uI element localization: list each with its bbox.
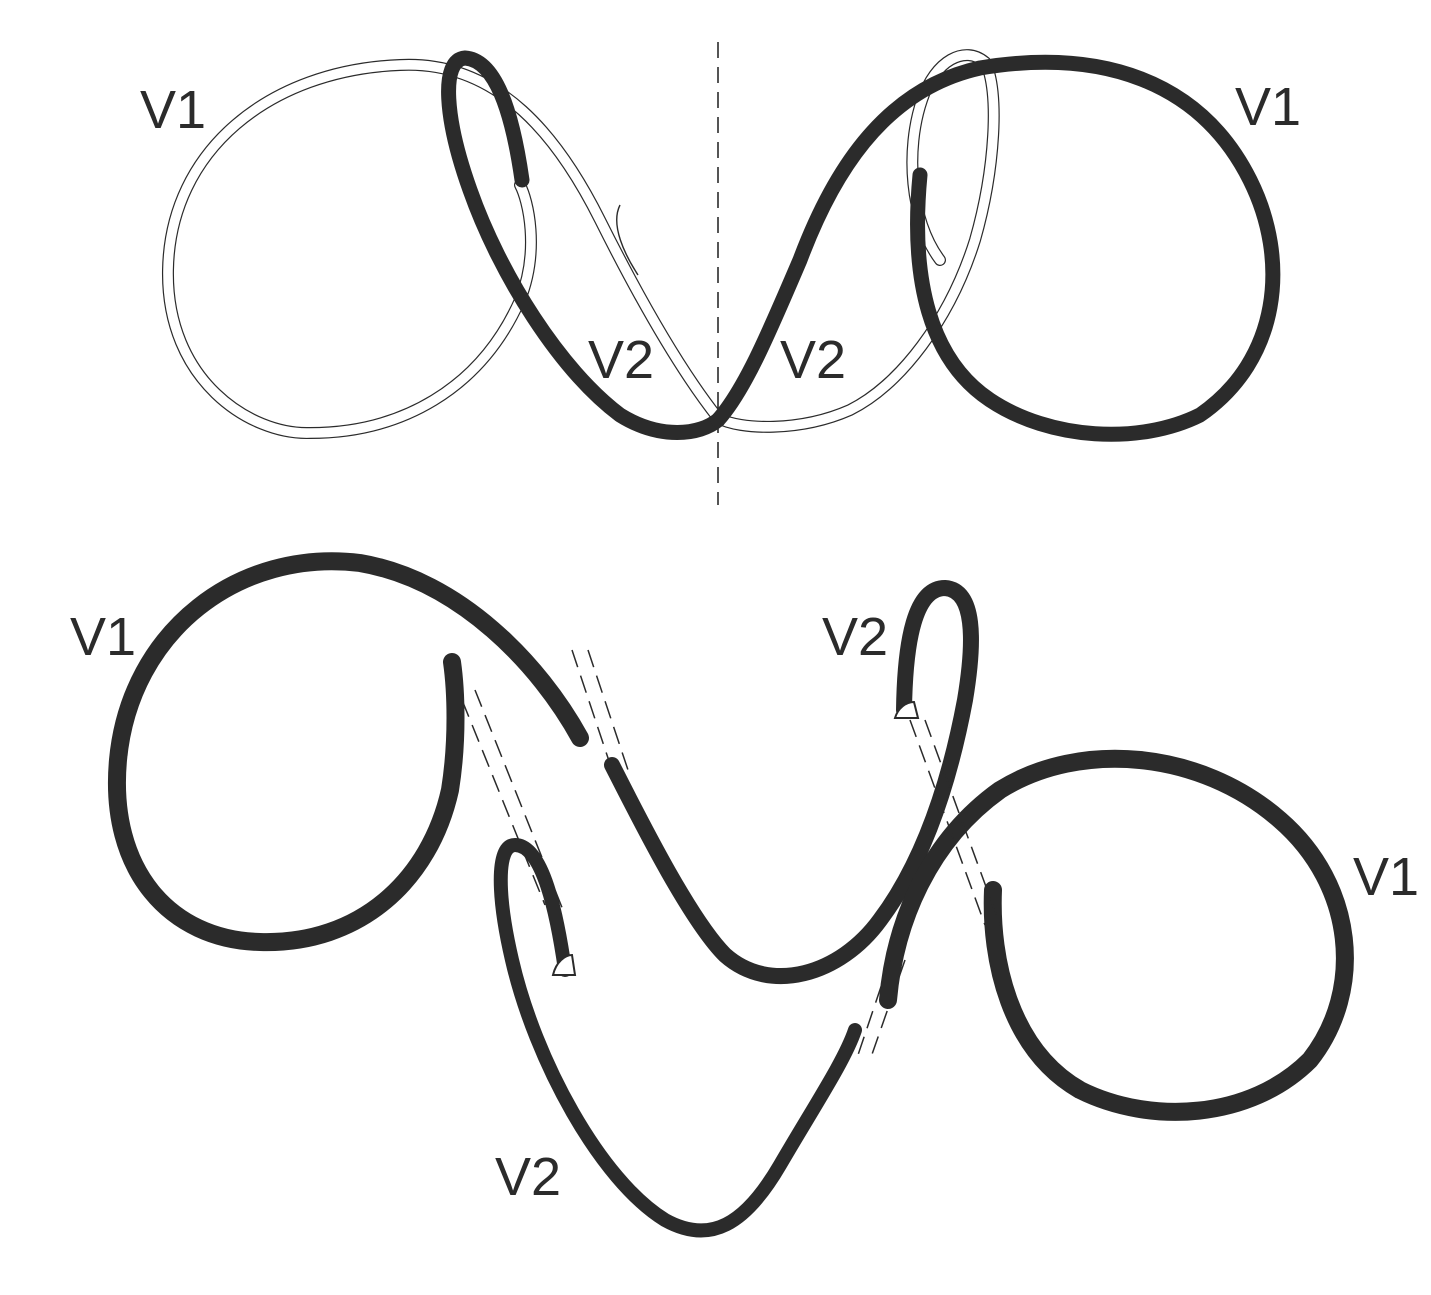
label-bottom-lower-v2: V2 [495, 1147, 561, 1207]
top-figure: V1 V2 V2 V1 [140, 42, 1301, 505]
label-top-right-v2: V2 [780, 330, 846, 390]
bottom-right-v1-loop [879, 749, 1354, 1121]
top-left-thin-tab [616, 204, 639, 276]
dashed-line [587, 649, 629, 771]
dashed-line [461, 699, 546, 906]
dashed-line [869, 959, 906, 1061]
top-right-thick-loop [710, 54, 1281, 442]
label-bottom-upper-v2: V2 [822, 607, 888, 667]
top-left-thin-loop [161, 58, 724, 440]
label-top-right-v1: V1 [1235, 77, 1301, 137]
dashed-line [571, 649, 613, 771]
label-top-left-v2: V2 [588, 330, 654, 390]
bottom-lower-v2-hook [493, 838, 862, 1238]
dashed-line [909, 719, 986, 926]
bottom-left-v1-loop [107, 552, 589, 952]
cut-end-cap [893, 700, 920, 719]
top-right-thin-loop [712, 49, 1000, 433]
bottom-middle-v-strand [604, 580, 979, 984]
top-left-thick-loop [441, 50, 726, 440]
dashed-line [857, 959, 891, 1056]
cut-end-cap [551, 953, 577, 976]
dashed-line [924, 719, 1001, 926]
bottom-figure: V1 V2 V1 V2 [70, 552, 1419, 1238]
label-bottom-right-v1: V1 [1353, 847, 1419, 907]
dashed-line [474, 689, 566, 916]
dashed-connectors [461, 649, 1001, 1061]
label-top-left-v1: V1 [140, 80, 206, 140]
label-bottom-left-v1: V1 [70, 607, 136, 667]
